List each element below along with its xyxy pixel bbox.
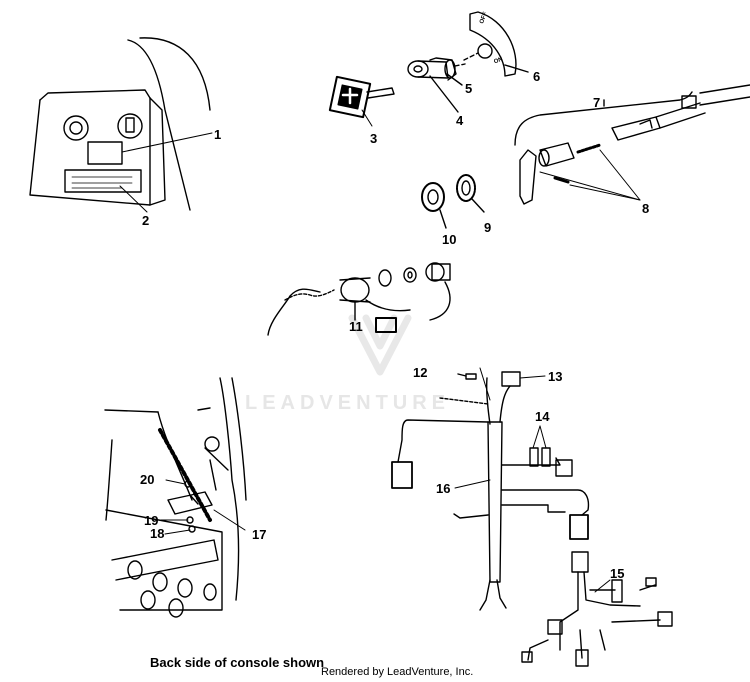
switch-plate bbox=[463, 11, 529, 77]
callout-3: 3 bbox=[370, 131, 378, 146]
callout-11: 11 bbox=[349, 319, 363, 334]
ignition-key bbox=[328, 75, 395, 127]
callout-1: 1 bbox=[214, 127, 222, 142]
callout-16: 16 bbox=[436, 481, 451, 496]
watermark-text: LEADVENTURE bbox=[245, 392, 451, 414]
main-wire-harness bbox=[391, 367, 590, 611]
callout-2: 2 bbox=[142, 213, 150, 228]
callout-15: 15 bbox=[610, 566, 625, 581]
ignition-harness bbox=[267, 262, 451, 336]
console-front bbox=[29, 37, 213, 213]
callout-5: 5 bbox=[465, 81, 473, 96]
callout-9: 9 bbox=[484, 220, 492, 235]
callout-19: 19 bbox=[144, 513, 159, 528]
watermark-logo bbox=[348, 314, 412, 376]
sub-wire-harness bbox=[521, 551, 673, 667]
callout-17: 17 bbox=[252, 527, 267, 542]
callout-20: 20 bbox=[140, 472, 155, 487]
callout-7: 7 bbox=[593, 95, 601, 110]
diagram-caption: Back side of console shown bbox=[150, 655, 325, 670]
callout-8: 8 bbox=[642, 201, 650, 216]
callout-13: 13 bbox=[548, 369, 563, 384]
callout-4: 4 bbox=[456, 113, 464, 128]
callout-12: 12 bbox=[413, 365, 428, 380]
console-back-side bbox=[104, 377, 247, 618]
callout-6: 6 bbox=[533, 69, 541, 84]
stop-switch-assembly bbox=[514, 84, 750, 205]
ignition-switch bbox=[407, 57, 466, 113]
callout-10: 10 bbox=[442, 232, 457, 247]
render-credit: Rendered by LeadVenture, Inc. bbox=[321, 666, 474, 678]
callout-14: 14 bbox=[535, 409, 550, 424]
callout-18: 18 bbox=[150, 526, 165, 541]
nut-and-washer bbox=[421, 174, 485, 229]
